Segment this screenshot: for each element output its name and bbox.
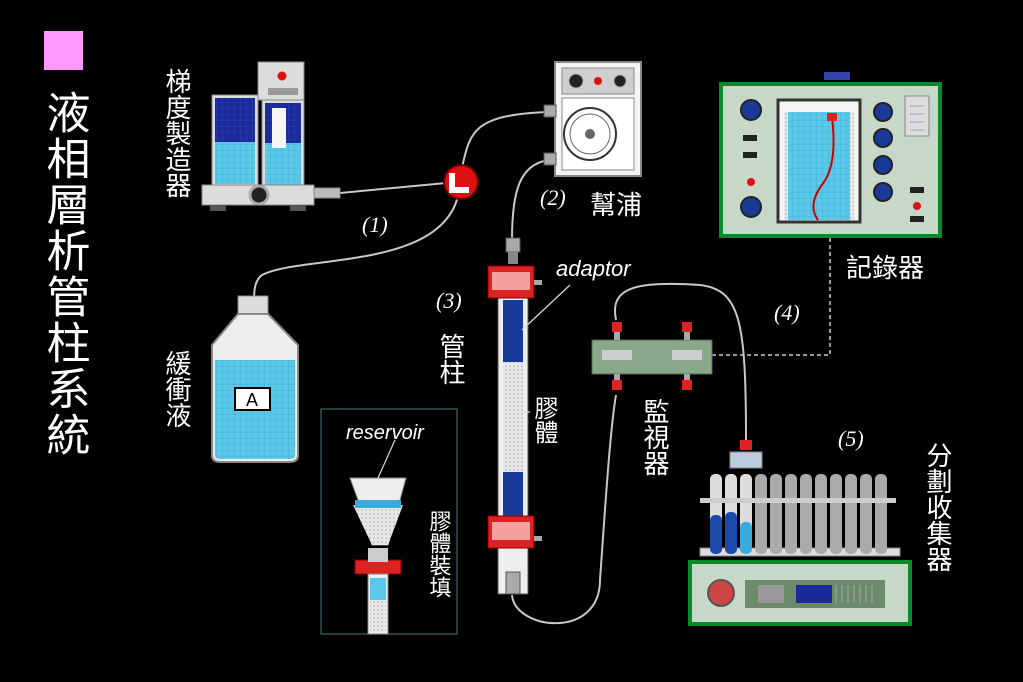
title-marker [44,31,83,70]
adaptor-pointer [521,284,571,331]
three-way-valve[interactable] [443,164,479,200]
gradient-maker-label: 梯度製造器 [161,68,191,198]
page-title: 液相層析管柱系統 [39,90,90,458]
chart-recorder [719,72,942,238]
buffer-bottle-mark: A [246,390,258,410]
step-3-label: (3) [436,288,462,313]
recorder-label: 記錄器 [846,254,924,284]
gradient-maker [201,61,341,211]
adaptor-label: adaptor [556,256,632,281]
buffer-bottle: A [211,295,299,463]
stirrer-knob [248,184,270,206]
pump [543,61,642,177]
collector-dial [707,579,735,607]
column [487,237,542,595]
gel-label: 膠體 [530,396,558,444]
gel-packing-label: 膠體裝填 [426,510,452,598]
signal-cable [712,237,831,356]
step-5-label: (5) [838,426,864,451]
step-2-label: (2) [540,185,566,210]
gel-packing-box [320,408,458,635]
step-1-label: (1) [362,212,388,237]
reservoir-label: reservoir [346,422,425,444]
fraction-collector-label: 分劃收集器 [922,442,952,572]
uv-monitor [591,322,713,390]
recorder-trace [812,117,835,221]
step-4-label: (4) [774,300,800,325]
tubing [253,111,747,625]
fraction-collector [688,440,912,626]
buffer-label: 緩衝液 [161,350,191,428]
monitor-label: 監視器 [639,398,669,476]
column-label: 管柱 [435,333,465,385]
collection-tubes [710,474,887,554]
pump-label: 幫浦 [590,191,642,221]
